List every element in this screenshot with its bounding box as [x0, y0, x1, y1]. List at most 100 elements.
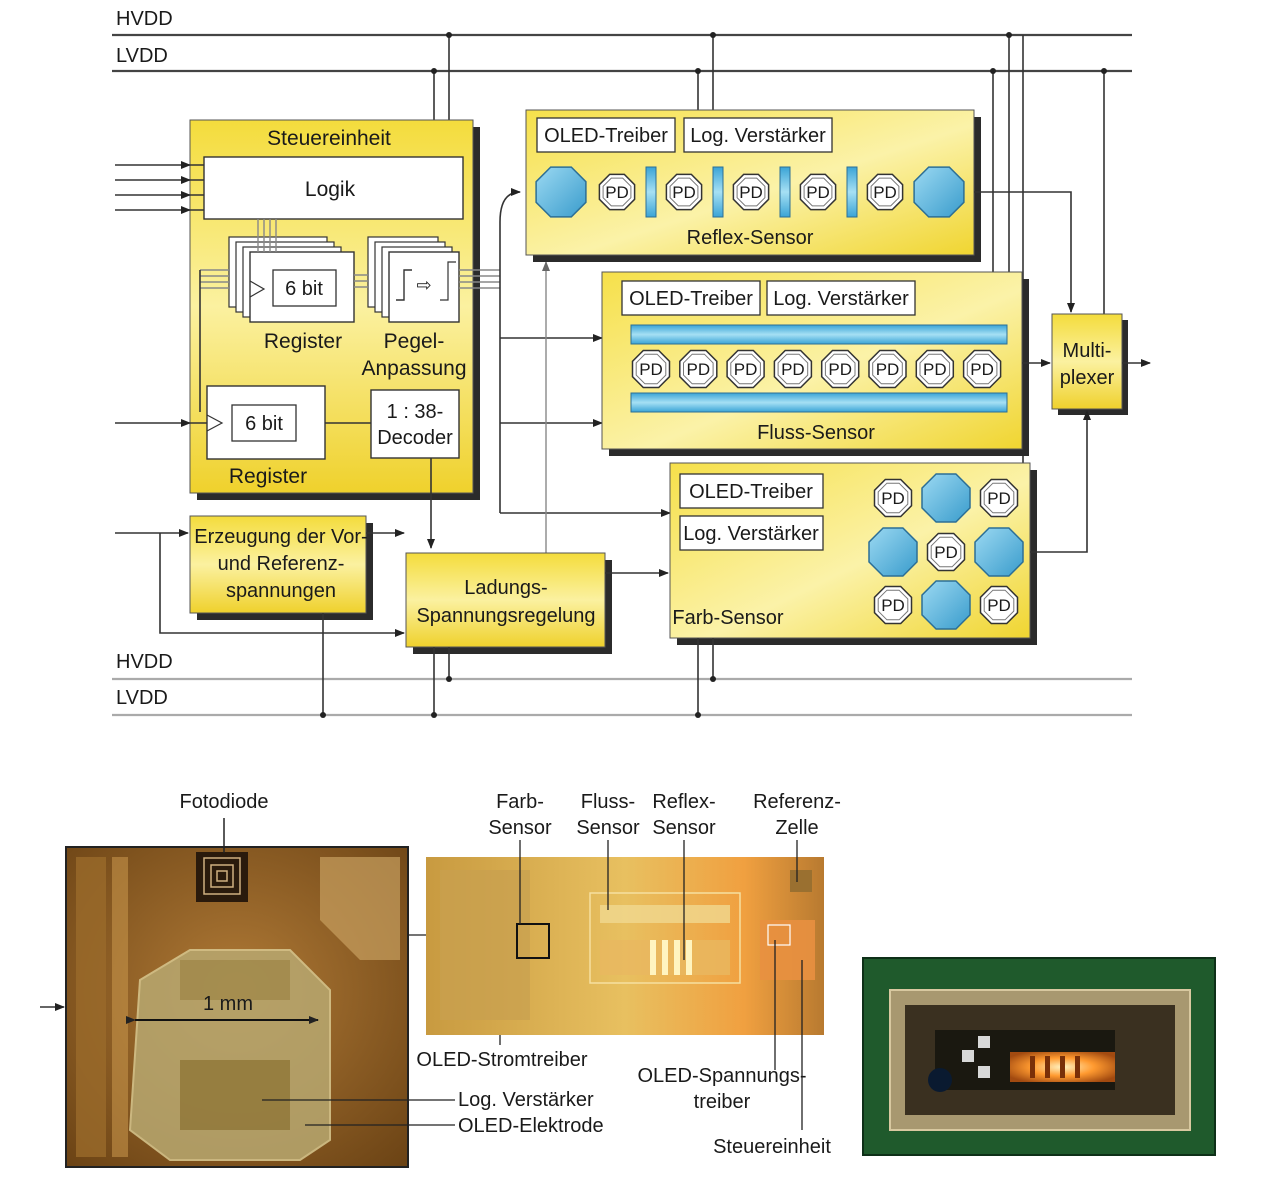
reflex-oled-right	[913, 166, 965, 218]
svg-text:PD: PD	[806, 183, 830, 202]
reflex-oled-bar	[779, 166, 791, 218]
charge-reg-line-1: Ladungs-	[464, 577, 547, 599]
decoder-box	[370, 389, 460, 459]
reflex-photodiode: PD	[665, 173, 703, 211]
charge-reg-line-2: Spannungsregelung	[416, 605, 595, 627]
reflex-oled-bar	[645, 166, 657, 218]
svg-text:PD: PD	[828, 360, 852, 379]
flow-sensor-callout-2: Sensor	[576, 817, 640, 839]
level-shift-label-1: Pegel-	[384, 330, 445, 353]
flow-photodiode: PD	[679, 349, 718, 389]
chip-photo: Farb- Sensor Fluss- Sensor Reflex- Senso…	[416, 791, 840, 1158]
svg-text:⇨: ⇨	[416, 275, 431, 295]
logic-label: Logik	[305, 178, 356, 201]
reflex-photodiode: PD	[866, 173, 904, 211]
svg-text:PD: PD	[781, 360, 805, 379]
reflex-photodiode: PD	[598, 173, 636, 211]
svg-text:PD: PD	[605, 183, 629, 202]
svg-text:PD: PD	[876, 360, 900, 379]
lvdd-bottom-label: LVDD	[116, 687, 168, 709]
color-photodiode: PD	[979, 585, 1019, 625]
ref-gen-line-3: spannungen	[226, 580, 336, 602]
color-oled	[868, 527, 918, 577]
reflex-amp: Log. Verstärker	[690, 125, 826, 147]
charge-regulation-block: Ladungs- Spannungsregelung	[405, 552, 669, 654]
flow-photodiode: PD	[773, 349, 813, 389]
flow-oled-top	[630, 324, 1008, 345]
flow-photodiode: PD	[726, 349, 765, 389]
reflex-photodiode-row: PD PD PD PD PD	[535, 166, 965, 218]
hvdd-bottom-label: HVDD	[116, 651, 173, 673]
svg-text:PD: PD	[734, 360, 758, 379]
svg-text:PD: PD	[873, 183, 897, 202]
svg-text:PD: PD	[923, 360, 947, 379]
control-unit-block: Steuereinheit Logik 6 bit Register	[115, 119, 500, 500]
level-shift-stack: ⇨	[367, 236, 460, 323]
svg-text:PD: PD	[739, 183, 763, 202]
color-amp: Log. Verstärker	[683, 523, 819, 545]
svg-text:PD: PD	[970, 360, 994, 379]
reflex-oled-bar	[846, 166, 858, 218]
die-closeup-photo: 1 mm Fotodiode Log. Verstärker OLED-Elek…	[40, 791, 604, 1168]
mux-line-2: plexer	[1060, 367, 1115, 389]
power-rails-bottom: HVDD LVDD	[112, 613, 1132, 718]
svg-text:PD: PD	[987, 489, 1011, 508]
color-oled	[974, 527, 1024, 577]
flow-photodiode: PD	[868, 349, 907, 389]
ref-gen-line-2: und Referenz-	[218, 553, 345, 575]
oled-voltage-driver-callout-2: treiber	[694, 1091, 751, 1113]
oled-voltage-driver-callout-1: OLED-Spannungs-	[638, 1065, 807, 1087]
reflex-photodiode: PD	[732, 173, 770, 211]
svg-text:PD: PD	[639, 360, 663, 379]
color-photodiode: PD	[873, 478, 913, 518]
mux-line-1: Multi-	[1063, 340, 1112, 362]
scale-label: 1 mm	[203, 993, 253, 1015]
svg-text:PD: PD	[881, 596, 905, 615]
color-name: Farb-Sensor	[672, 607, 783, 629]
flow-photodiode: PD	[962, 349, 1002, 389]
decoder-line-1: 1 : 38-	[387, 401, 444, 423]
hvdd-top-label: HVDD	[116, 8, 173, 30]
flow-driver: OLED-Treiber	[629, 288, 753, 310]
reference-cell-callout-2: Zelle	[775, 817, 818, 839]
logic-box	[203, 156, 464, 220]
flow-photodiode: PD	[820, 349, 860, 389]
lvdd-top-label: LVDD	[116, 45, 168, 67]
level-shift-label-2: Anpassung	[361, 357, 466, 380]
color-oled	[921, 580, 971, 630]
reflex-photodiode: PD	[799, 173, 837, 211]
register-a-bits: 6 bit	[285, 278, 323, 300]
register-b-label: Register	[229, 465, 307, 488]
flow-name: Fluss-Sensor	[757, 422, 875, 444]
color-sensor-callout-2: Sensor	[488, 817, 552, 839]
photodiode-label: Fotodiode	[180, 791, 269, 813]
register-b-bits: 6 bit	[245, 413, 283, 435]
multiplexer-block: Multi- plexer	[974, 191, 1151, 553]
flow-oled-bottom	[630, 392, 1008, 413]
oled-current-driver-callout: OLED-Stromtreiber	[416, 1049, 587, 1071]
register-a-label: Register	[264, 330, 342, 353]
color-photodiode: PD	[979, 478, 1019, 518]
log-amp-label: Log. Verstärker	[458, 1089, 594, 1111]
register-stack-a: 6 bit	[228, 236, 355, 323]
color-photodiode: PD	[873, 585, 913, 625]
reflex-oled-left	[535, 166, 587, 218]
flow-photodiode-row: PD PD PD PD PD PD PD PD	[631, 349, 1002, 389]
svg-text:PD: PD	[934, 543, 958, 562]
reference-generation-block: Erzeugung der Vor- und Referenz- spannun…	[115, 515, 405, 637]
decoder-line-2: Decoder	[377, 427, 453, 449]
reflex-name: Reflex-Sensor	[687, 227, 814, 249]
color-driver: OLED-Treiber	[689, 481, 813, 503]
ref-gen-line-1: Erzeugung der Vor-	[194, 526, 367, 548]
control-unit-title: Steuereinheit	[267, 127, 391, 150]
flow-sensor-callout-1: Fluss-	[581, 791, 635, 813]
packaged-sensor-photo	[862, 957, 1216, 1156]
svg-text:PD: PD	[672, 183, 696, 202]
svg-text:PD: PD	[881, 489, 905, 508]
flow-amp: Log. Verstärker	[773, 288, 909, 310]
svg-text:PD: PD	[987, 596, 1011, 615]
